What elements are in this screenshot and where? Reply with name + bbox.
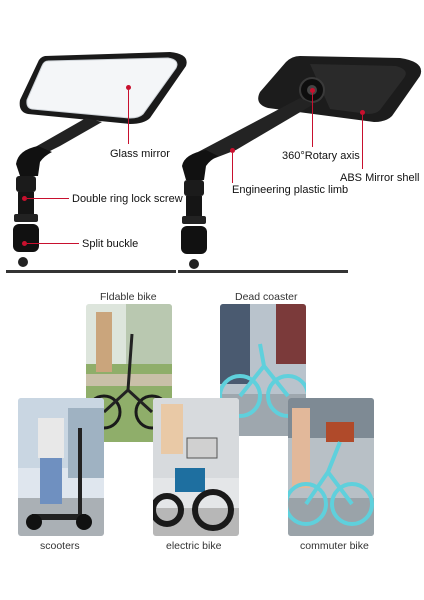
plastic-limb-leader — [232, 153, 233, 183]
commuter-bike-caption: commuter bike — [300, 540, 369, 552]
plastic-limb-marker — [230, 148, 235, 153]
abs-shell-leader — [362, 115, 363, 169]
glass-mirror-label: Glass mirror — [110, 148, 170, 160]
split-buckle-marker — [22, 241, 27, 246]
rotary-axis-marker — [310, 88, 315, 93]
lock-screw-marker — [22, 196, 27, 201]
rotary-axis-label: 360°Rotary axis — [282, 150, 360, 162]
glass-mirror-marker — [126, 85, 131, 90]
electric-bike-caption: electric bike — [166, 540, 222, 552]
mirror-illustration — [6, 52, 422, 273]
abs-shell-marker — [360, 110, 365, 115]
mirror-diagram: Glass mirror 360°Rotary axis ABS Mirror … — [0, 0, 424, 282]
dead-coaster-caption: Dead coaster — [235, 291, 298, 303]
foldable-caption: Fldable bike — [100, 291, 157, 303]
plastic-limb-label: Engineering plastic limb — [232, 184, 349, 196]
lock-screw-leader — [27, 198, 69, 199]
right-mirror — [181, 56, 422, 269]
left-mirror — [13, 52, 187, 267]
electric-bike-photo — [153, 398, 239, 536]
commuter-bike-photo — [288, 398, 374, 536]
lock-screw-label: Double ring lock screw — [72, 193, 183, 205]
abs-shell-label: ABS Mirror shell — [340, 172, 420, 184]
rotary-axis-leader — [312, 93, 313, 147]
split-buckle-leader — [27, 243, 79, 244]
split-buckle-label: Split buckle — [82, 238, 139, 250]
scooters-caption: scooters — [40, 540, 80, 552]
scooters-photo — [18, 398, 104, 536]
glass-mirror-leader — [128, 90, 129, 144]
